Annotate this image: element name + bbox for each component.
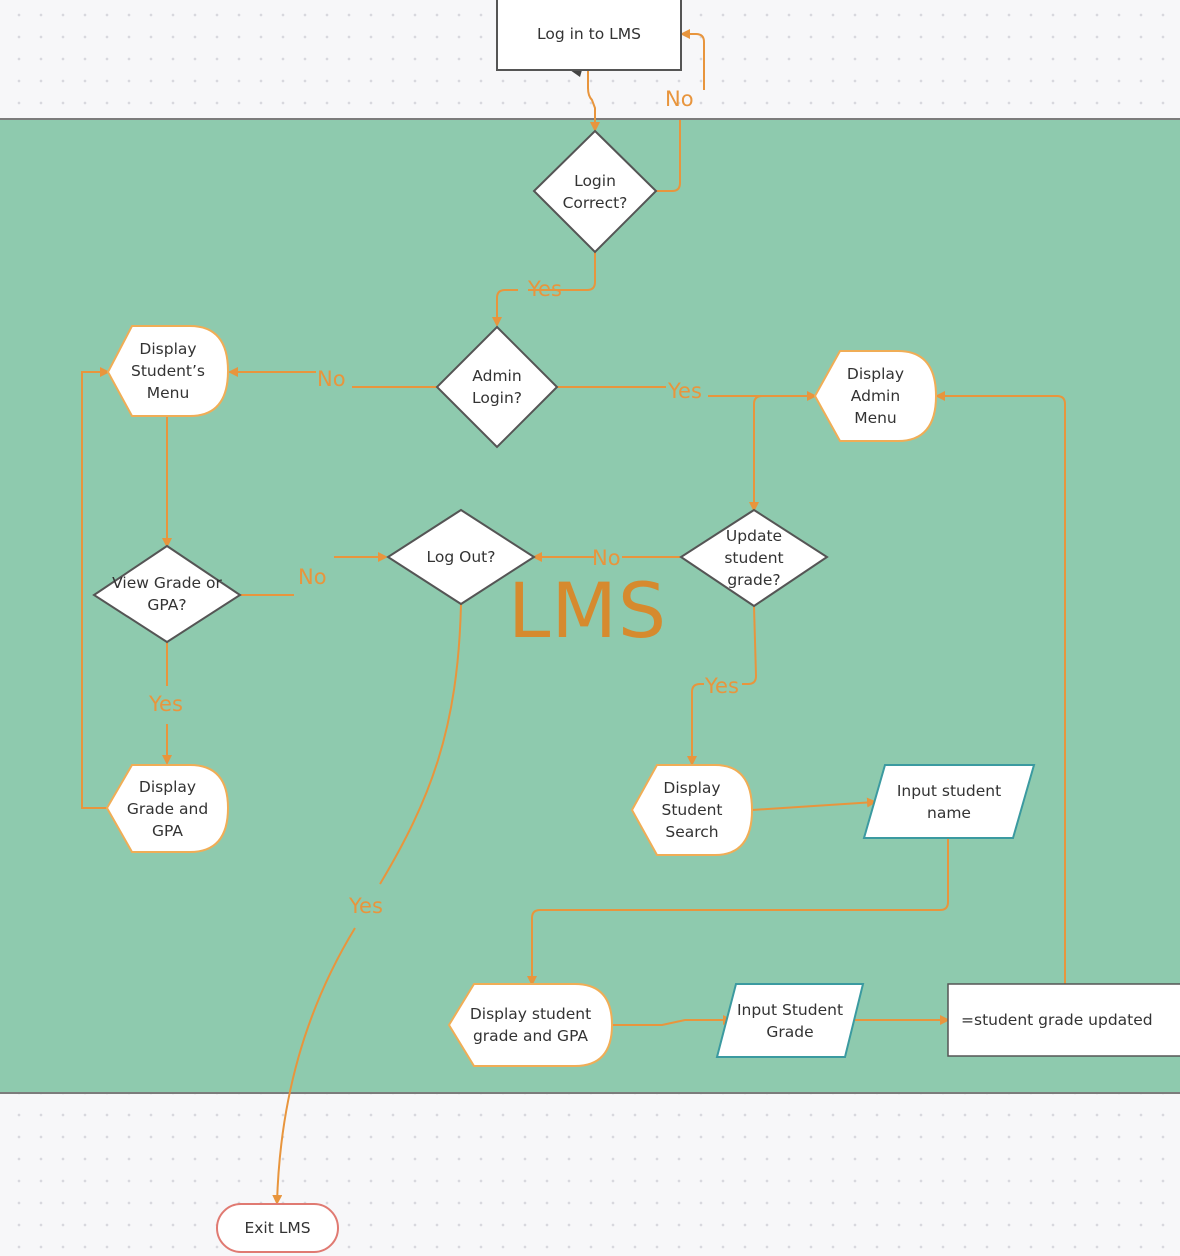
login-label: Log in to LMS	[536, 25, 641, 43]
edge-label-login-no: No	[665, 87, 694, 111]
input-grade-label: Input Student Grade	[736, 1000, 844, 1041]
node-exit	[216, 1203, 339, 1253]
edge-display-to-input-grade	[612, 1015, 733, 1026]
update-grade-label: Update student grade?	[724, 527, 784, 589]
edge-search-to-input	[751, 797, 877, 811]
view-grade-label: View Grade or GPA?	[112, 574, 222, 614]
edge-check-yes	[497, 252, 596, 325]
edge-label-admin-yes: Yes	[668, 379, 702, 403]
edge-label-update-yes: Yes	[705, 674, 739, 698]
edge-login-to-check	[587, 70, 600, 132]
student-search-label: Display Student Search	[661, 779, 723, 841]
grade-updated-label: =student grade updated	[961, 1011, 1153, 1029]
edge-check-no-loop	[656, 34, 705, 192]
node-input-grade	[715, 983, 865, 1058]
node-admin-menu	[813, 350, 938, 442]
node-admin-login	[435, 325, 559, 449]
node-log-out	[386, 508, 536, 606]
exit-label: Exit LMS	[244, 1219, 311, 1237]
edge-label-update-no: No	[592, 546, 621, 570]
node-display-student-grade	[447, 983, 614, 1067]
display-student-grade-label: Display student grade and GPA	[469, 1005, 592, 1045]
connectors	[81, 34, 1066, 1203]
edge-update-yes	[692, 605, 758, 764]
edge-logout-yes	[277, 603, 462, 1203]
student-menu-label: Display Student’s Menu	[130, 340, 206, 402]
admin-menu-label: Display Admin Menu	[846, 365, 905, 427]
node-login	[496, 0, 682, 77]
node-student-menu	[106, 325, 230, 417]
node-input-name	[862, 764, 1036, 839]
node-view-grade	[92, 544, 242, 644]
edge-label-view-no: No	[298, 565, 327, 589]
node-login-correct	[532, 129, 658, 254]
edge-admin-no	[230, 372, 437, 388]
edge-label-admin-no: No	[317, 367, 346, 391]
edge-label-login-yes: Yes	[528, 277, 562, 301]
edge-updated-to-admin	[935, 391, 1066, 984]
edge-label-logout-yes: Yes	[349, 894, 383, 918]
lms-watermark: LMS	[508, 566, 668, 655]
edge-menu-to-update	[749, 395, 815, 512]
login-correct-label: Login Correct?	[562, 171, 628, 212]
edge-view-no	[240, 557, 386, 596]
node-display-grade	[105, 764, 230, 853]
node-update-grade	[679, 508, 829, 608]
node-grade-updated	[947, 983, 1180, 1057]
edge-label-view-yes: Yes	[149, 692, 183, 716]
input-name-label: Input student name	[896, 781, 1002, 822]
log-out-label: Log Out?	[426, 548, 496, 566]
admin-login-label: Admin Login?	[471, 367, 523, 407]
edge-input-name-to-display	[527, 838, 949, 986]
edge-grade-loop	[81, 367, 110, 809]
node-student-search	[630, 764, 754, 856]
display-grade-label: Display Grade and GPA	[126, 777, 209, 840]
